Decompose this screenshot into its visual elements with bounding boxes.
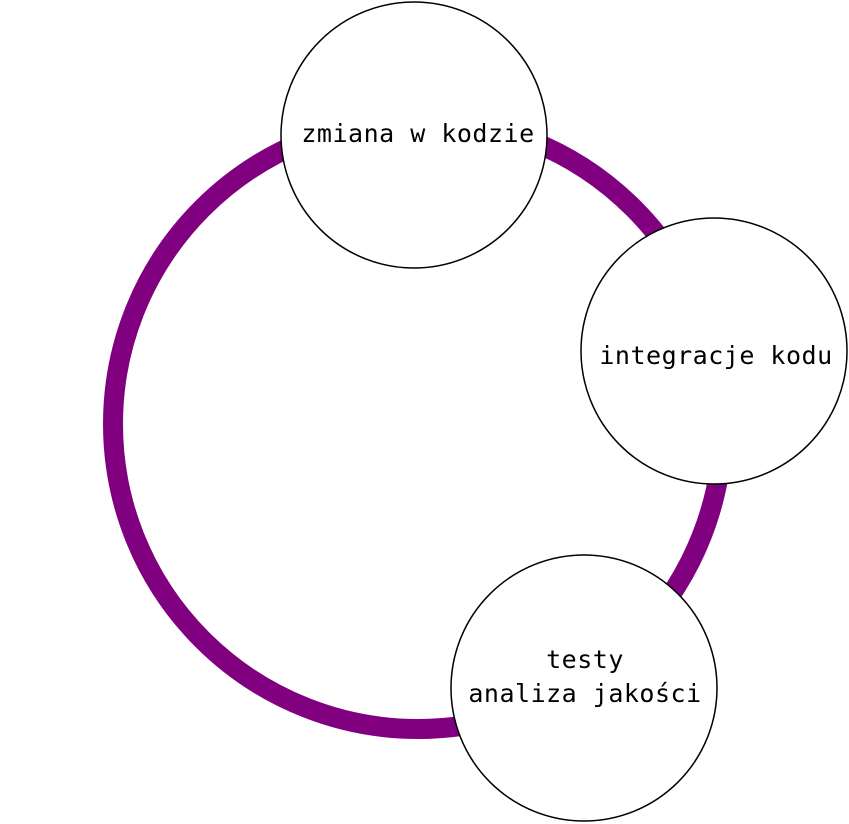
node-circle: [280, 1, 548, 269]
node-label: zmiana w kodzie: [301, 119, 534, 148]
node-circle: [450, 554, 718, 822]
node-label-line-1: testy: [546, 645, 624, 674]
node-zmiana-w-kodzie: zmiana w kodzie: [280, 1, 548, 269]
node-testy-analiza-jakosci: testy analiza jakości: [450, 554, 718, 822]
node-circle: [580, 217, 848, 485]
node-integracje-kodu: integracje kodu: [580, 217, 848, 485]
node-label-line-2: analiza jakości: [468, 679, 701, 708]
node-label: integracje kodu: [599, 341, 832, 370]
